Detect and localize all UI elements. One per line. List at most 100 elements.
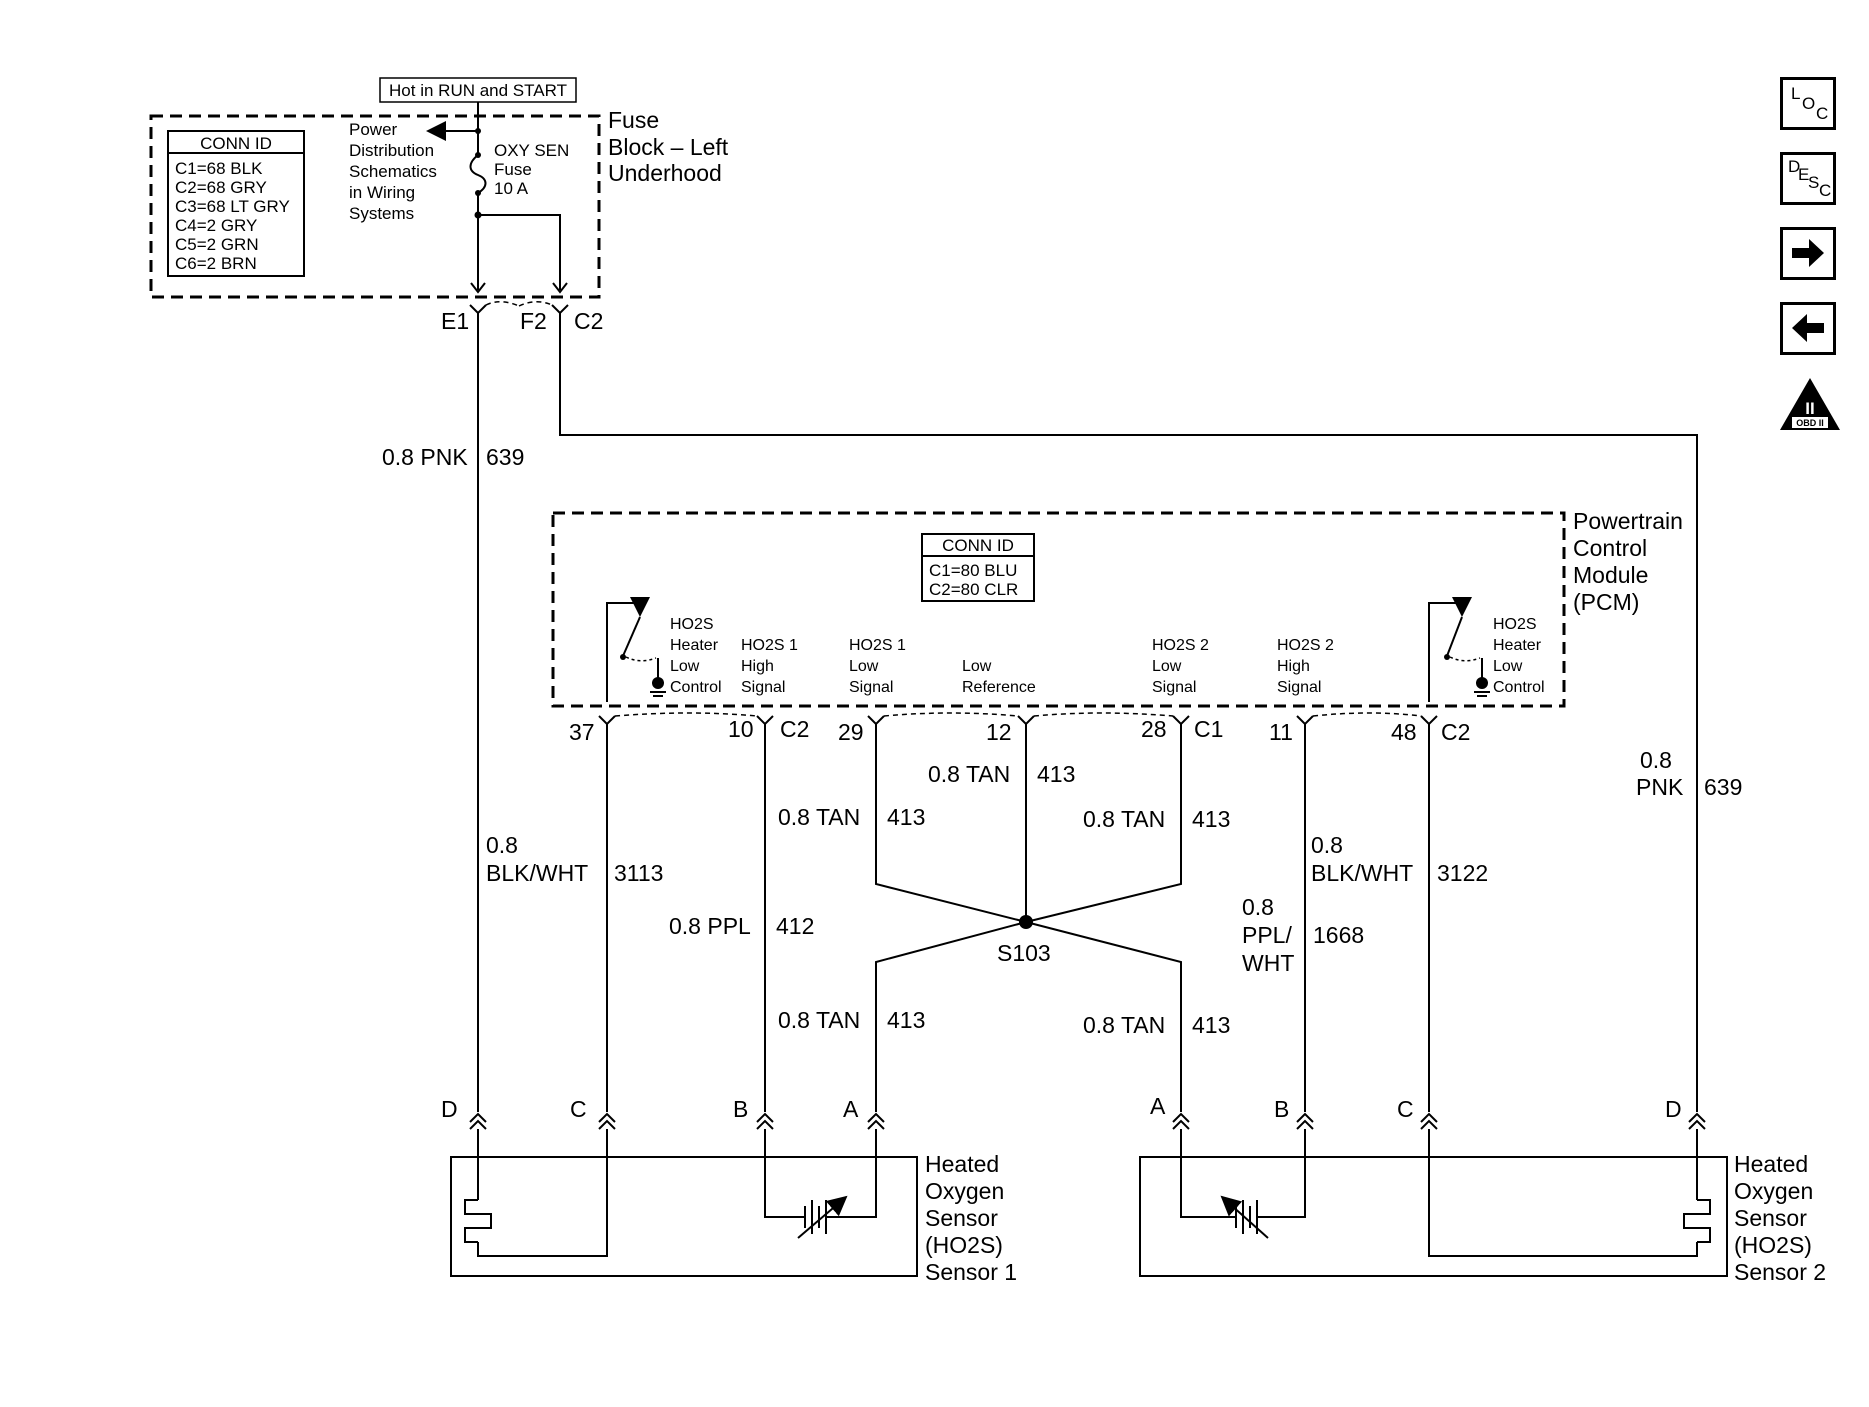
oxy-sen-fuse-line-1: OXY SEN [494,141,569,160]
sensor2-pin-a: A [1150,1093,1166,1119]
wire-1668-gauge: 0.8 [1242,894,1274,920]
sensor2-title-1: Heated [1734,1151,1808,1177]
high2-line-1: HO2S 2 [1277,637,1334,654]
wire-639-right-color: PNK [1636,774,1684,800]
wire-639-left-gauge: 0.8 PNK [382,444,468,470]
splice-s103-label: S103 [997,940,1051,966]
arrow-right-icon [1792,239,1824,267]
power-dist-line-1: Power [349,120,398,139]
location-button[interactable]: L O C [1780,77,1836,130]
sensor1-title-4: (HO2S) [925,1232,1003,1258]
loc-letter-l: L [1791,84,1801,103]
wire-3122-color: BLK/WHT [1311,860,1413,886]
pcm-conn-id-c2: C2=80 CLR [929,580,1018,599]
wire-3122-gauge: 0.8 [1311,832,1343,858]
hot-in-run-start-label: Hot in RUN and START [389,81,567,100]
heater1-line-4: Control [670,679,722,696]
heater2-line-3: Low [1493,658,1523,675]
sensor1-title-3: Sensor [925,1205,998,1231]
fuse-block: Hot in RUN and START CONN ID C1=68 BLK C… [149,77,729,334]
wire-639-left-circuit: 639 [486,444,524,470]
heater2-line-1: HO2S [1493,616,1537,633]
low1-line-1: HO2S 1 [849,637,906,654]
high1-line-3: Signal [741,679,785,696]
loc-letter-o: O [1802,94,1816,113]
next-button[interactable] [1780,227,1836,280]
fuse-block-title-2: Block – Left [608,134,729,160]
sensor1-title-1: Heated [925,1151,999,1177]
arrow-left-icon [1792,314,1824,342]
pin-e1: E1 [441,308,469,334]
pin-10: 10 [728,716,754,742]
low2-line-2: Low [1152,658,1182,675]
fuse-conn-id-header: CONN ID [200,134,272,153]
heater1-line-2: Heater [670,637,719,654]
sensor2-title-4: (HO2S) [1734,1232,1812,1258]
high2-line-2: High [1277,658,1310,675]
sensor1-pin-a: A [843,1096,859,1122]
fuse-conn-id-c2: C2=68 GRY [175,178,267,197]
desc-letter-d: D [1788,157,1801,176]
pin-29: 29 [838,719,864,745]
sensor-2: A B C D Heated Oxygen Sensor (HO2S) Sens… [1139,1093,1826,1285]
sensor1-pin-d: D [441,1096,458,1122]
wire-413-s1-top-circuit: 413 [887,804,925,830]
pin-c1-pcm: C1 [1194,716,1223,742]
power-dist-line-5: Systems [349,204,414,223]
wire-1668-color-1: PPL/ [1242,922,1292,948]
pin-c2-fuse: C2 [574,308,603,334]
wire-413-s1-bot-gauge: 0.8 TAN [778,1007,860,1033]
pin-12: 12 [986,719,1012,745]
heater2-line-2: Heater [1493,637,1542,654]
fuse-conn-id-c4: C4=2 GRY [175,216,257,235]
wire-412-circuit: 412 [776,913,814,939]
wire-413-s2-top-circuit: 413 [1192,806,1230,832]
wire-3122-circuit: 3122 [1437,860,1488,886]
loc-letter-c: C [1816,104,1829,123]
fuse-conn-id-c5: C5=2 GRN [175,235,259,254]
heater2-line-4: Control [1493,679,1545,696]
desc-letter-s: S [1808,173,1820,192]
obd-ii-button[interactable]: II OBD II [1778,376,1842,432]
obd-numeral: II [1805,399,1814,418]
sensor2-title-3: Sensor [1734,1205,1807,1231]
wire-413-s2-bot-circuit: 413 [1192,1012,1230,1038]
wire-413-s2-top-gauge: 0.8 TAN [1083,806,1165,832]
wire-412-gauge: 0.8 PPL [669,913,751,939]
pin-f2: F2 [520,308,547,334]
power-dist-line-3: Schematics [349,162,437,181]
wire-3113-circuit: 3113 [614,860,663,886]
fuse-conn-id-c3: C3=68 LT GRY [175,197,290,216]
pin-48: 48 [1391,719,1417,745]
sensor2-title-2: Oxygen [1734,1178,1813,1204]
wire-1668-circuit: 1668 [1313,922,1364,948]
pcm-conn-id-c1: C1=80 BLU [929,561,1017,580]
fuse-block-title-1: Fuse [608,107,659,133]
sensor2-title-5: Sensor 2 [1734,1259,1826,1285]
pcm-title-3: Module [1573,562,1648,588]
pcm-conn-id-header: CONN ID [942,536,1014,555]
heater1-line-3: Low [670,658,700,675]
pcm: Powertrain Control Module (PCM) CONN ID … [551,508,1683,745]
sensor2-pin-c: C [1397,1096,1414,1122]
power-wires: 0.8 PNK 639 0.8 PNK 639 [382,313,1742,1112]
power-dist-line-4: in Wiring [349,183,415,202]
pin-37: 37 [569,719,595,745]
sensor2-pin-d: D [1665,1096,1682,1122]
heater1-line-1: HO2S [670,616,714,633]
previous-button[interactable] [1780,302,1836,355]
sensor1-pin-c: C [570,1096,587,1122]
lowref-line-1: Low [962,658,992,675]
wire-413-ref-circuit: 413 [1037,761,1075,787]
pin-c2-pcm-2: C2 [1441,719,1470,745]
splice-s103-dot [1019,915,1033,929]
wire-639-right-gauge: 0.8 [1640,747,1672,773]
sensor1-title-2: Oxygen [925,1178,1004,1204]
desc-letter-c: C [1819,181,1832,200]
oxy-sen-fuse-line-2: Fuse [494,160,532,179]
fuse-conn-id-c6: C6=2 BRN [175,254,257,273]
high2-line-3: Signal [1277,679,1321,696]
wire-3113-color: BLK/WHT [486,860,588,886]
description-button[interactable]: D E S C [1780,152,1836,205]
high1-line-1: HO2S 1 [741,637,798,654]
